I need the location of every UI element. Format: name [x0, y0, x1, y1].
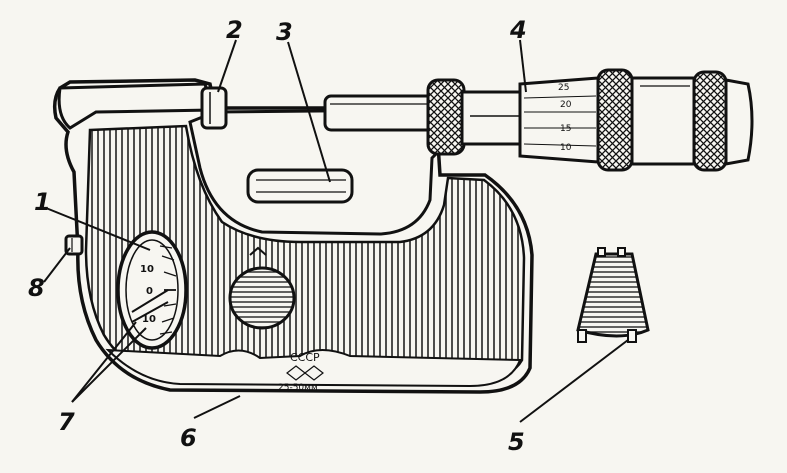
callout-5: 5 — [508, 428, 525, 456]
callout-6: 6 — [180, 424, 197, 452]
callout-8: 8 — [28, 274, 45, 302]
thimble-mark-25: 25 — [558, 83, 569, 93]
callout-1: 1 — [34, 188, 51, 216]
callout-3: 3 — [276, 18, 293, 46]
dial-mark-10-bottom: 10 — [142, 314, 156, 325]
leader-7b — [71, 327, 147, 403]
dial-pointer-lower — [131, 301, 169, 323]
dial-mark-10-top: 10 — [140, 264, 154, 275]
marking-country: СССР — [290, 351, 320, 364]
ratchet-knurl — [692, 70, 728, 172]
leader-lines — [43, 39, 629, 423]
leader-8 — [43, 247, 71, 283]
callout-4: 4 — [509, 16, 527, 44]
knurled-ring — [596, 68, 634, 172]
leader-6 — [193, 395, 241, 419]
callout-2: 2 — [226, 16, 243, 44]
frame-marking: СССР 25-50мм — [278, 351, 324, 393]
thimble-mark-15: 15 — [560, 124, 571, 134]
leader-7a — [71, 321, 137, 403]
dial-pointer-upper — [131, 289, 169, 313]
thimble-scale: 25 20 15 10 — [523, 83, 597, 153]
leader-4 — [519, 39, 527, 93]
callout-labels: 1 2 3 4 5 6 7 8 — [28, 16, 527, 456]
factory-logo — [286, 365, 324, 381]
marking-range: 25-50мм — [278, 383, 318, 393]
callout-7: 7 — [58, 408, 75, 436]
heat-insulating-pad — [576, 247, 650, 343]
frame-insulation-pad — [228, 266, 296, 330]
dial-indicator: 10 0 10 — [116, 230, 188, 350]
spindle — [323, 94, 437, 132]
dial-ticks — [159, 245, 177, 335]
leader-5 — [519, 339, 629, 423]
leader-1 — [45, 207, 151, 251]
thimble-mark-10: 10 — [560, 143, 572, 153]
micrometer-head: 25 20 15 10 — [426, 68, 754, 172]
thimble-mark-20: 20 — [560, 100, 572, 110]
leader-3 — [287, 41, 331, 183]
leader-2 — [217, 39, 237, 93]
dial-mark-0: 0 — [146, 286, 153, 297]
anvil — [200, 86, 228, 130]
setting-gauge — [246, 168, 354, 204]
ratchet-cap — [724, 78, 754, 166]
